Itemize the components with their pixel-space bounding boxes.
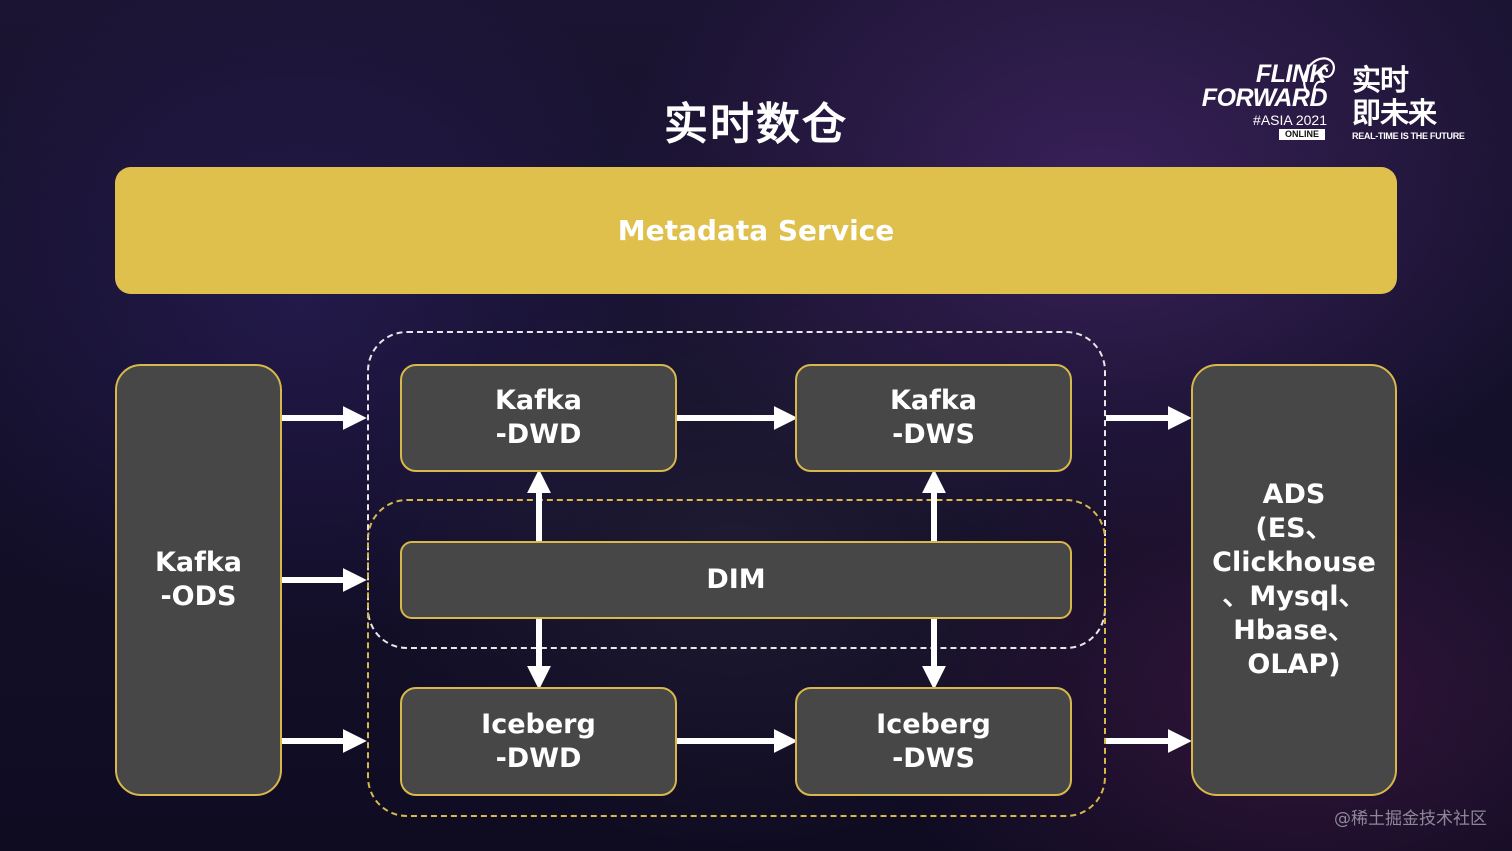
logo-online-badge: ONLINE [1279,129,1325,140]
metadata-service-bar: Metadata Service [115,167,1397,294]
iceberg-dwd-node: Iceberg -DWD [400,687,677,796]
ads-line6: OLAP) [1247,649,1341,680]
ads-line3: Clickhouse [1212,547,1376,578]
dim-label: DIM [706,564,766,595]
kafka-dws-line1: Kafka [889,385,978,416]
kafka-ods-line2: -ODS [160,581,237,612]
kafka-ods-node: Kafka -ODS [115,364,282,796]
logo-edition: #ASIA 2021 [1253,112,1327,128]
ads-line5: Hbase、 [1233,615,1355,646]
logo-cn-line1: 实时 [1352,63,1409,97]
logo-chinese: 实时 即未来 [1352,63,1437,130]
logo-cn-line2: 即未来 [1352,96,1437,130]
squirrel-icon [1303,57,1335,95]
kafka-dws-line2: -DWS [892,419,975,450]
metadata-service-label: Metadata Service [617,214,895,247]
iceberg-dwd-line2: -DWD [495,742,582,774]
ads-line1: ADS [1262,479,1326,510]
logo-wordmark: FLINK FORWARD [1195,60,1328,111]
kafka-dim-group-outline [367,331,1106,649]
logo-line1: FLINK [1255,60,1328,88]
kafka-ods-line1: Kafka [154,547,243,578]
dim-iceberg-group-outline [367,499,1106,817]
kafka-dwd-line1: Kafka [494,385,583,416]
kafka-dwd-node: Kafka -DWD [400,364,677,472]
kafka-dws-node: Kafka -DWS [795,364,1072,472]
logo-tagline: REAL-TIME IS THE FUTURE [1352,131,1465,141]
slide-title: 实时数仓 [664,99,848,150]
ads-line4: 、Mysql、 [1222,581,1366,612]
kafka-dwd-line2: -DWD [495,419,582,450]
ads-node: ADS (ES、 Clickhouse 、Mysql、 Hbase、 OLAP) [1191,364,1397,796]
iceberg-dws-line2: -DWS [892,742,975,774]
iceberg-dws-line1: Iceberg [876,708,991,740]
dim-node: DIM [400,541,1072,619]
iceberg-dws-node: Iceberg -DWS [795,687,1072,796]
iceberg-dwd-line1: Iceberg [481,708,596,740]
watermark: @稀土掘金技术社区 [1334,809,1487,829]
ads-line2: (ES、 [1255,513,1333,544]
flink-forward-logo: FLINK FORWARD #ASIA 2021 ONLINE 实时 即未来 R… [1195,57,1465,148]
